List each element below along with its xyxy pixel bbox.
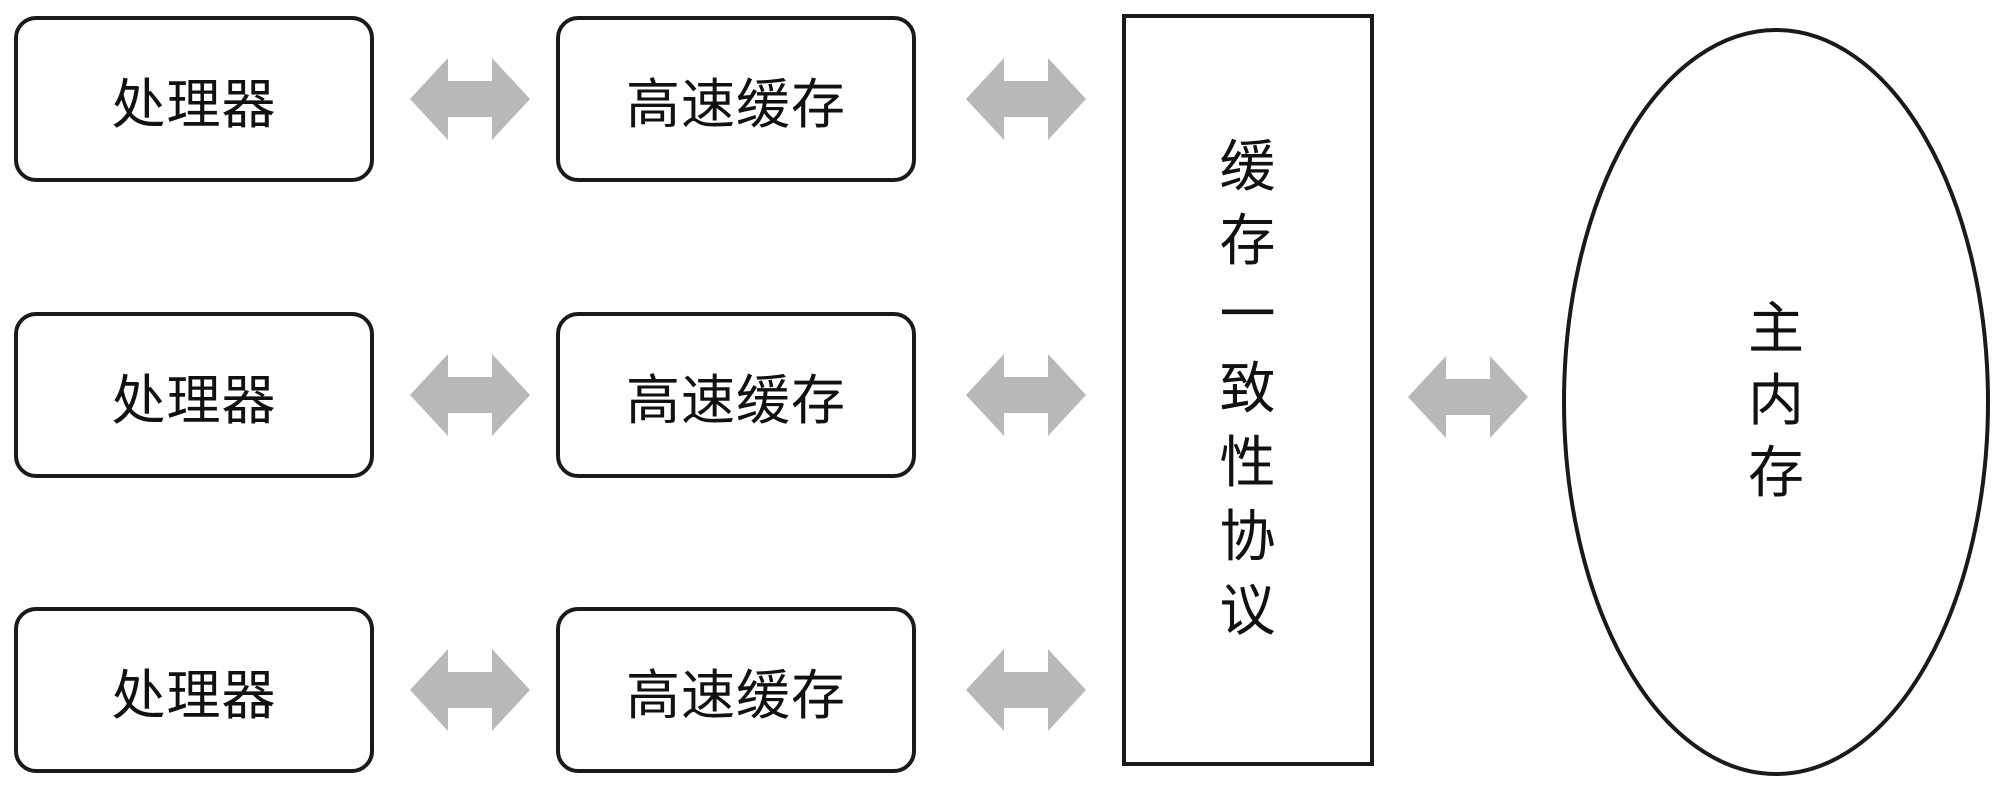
- cache-label-1: 高速缓存: [626, 72, 846, 136]
- memory-char: 内: [1748, 369, 1804, 434]
- cache-label-2: 高速缓存: [626, 368, 846, 432]
- double-arrow-icon: [410, 649, 530, 731]
- processor-label-1: 处理器: [111, 72, 277, 136]
- cache-box-1: 高速缓存: [556, 16, 916, 182]
- processor-box-2: 处理器: [14, 312, 374, 478]
- cache-box-3: 高速缓存: [556, 607, 916, 773]
- protocol-char: 协: [1219, 505, 1277, 570]
- protocol-char: 存: [1219, 209, 1277, 274]
- coherence-protocol-box: 缓 存 一 致 性 协 议: [1122, 14, 1374, 766]
- double-arrow-icon: [966, 354, 1086, 436]
- memory-char: 存: [1748, 441, 1804, 506]
- protocol-char: 一: [1219, 283, 1277, 348]
- protocol-char: 议: [1219, 579, 1277, 644]
- protocol-char: 性: [1219, 431, 1277, 496]
- main-memory-label: 主 内 存: [1560, 26, 1992, 778]
- double-arrow-icon: [410, 354, 530, 436]
- main-memory-ellipse: [1562, 28, 1990, 776]
- double-arrow-icon: [966, 58, 1086, 140]
- double-arrow-icon: [410, 58, 530, 140]
- double-arrow-icon: [1408, 356, 1528, 438]
- cache-label-3: 高速缓存: [626, 663, 846, 727]
- processor-box-1: 处理器: [14, 16, 374, 182]
- protocol-char: 缓: [1219, 135, 1277, 200]
- memory-char: 主: [1748, 297, 1804, 362]
- double-arrow-icon: [966, 649, 1086, 731]
- processor-label-2: 处理器: [111, 368, 277, 432]
- processor-box-3: 处理器: [14, 607, 374, 773]
- processor-label-3: 处理器: [111, 663, 277, 727]
- cache-box-2: 高速缓存: [556, 312, 916, 478]
- protocol-char: 致: [1219, 357, 1277, 422]
